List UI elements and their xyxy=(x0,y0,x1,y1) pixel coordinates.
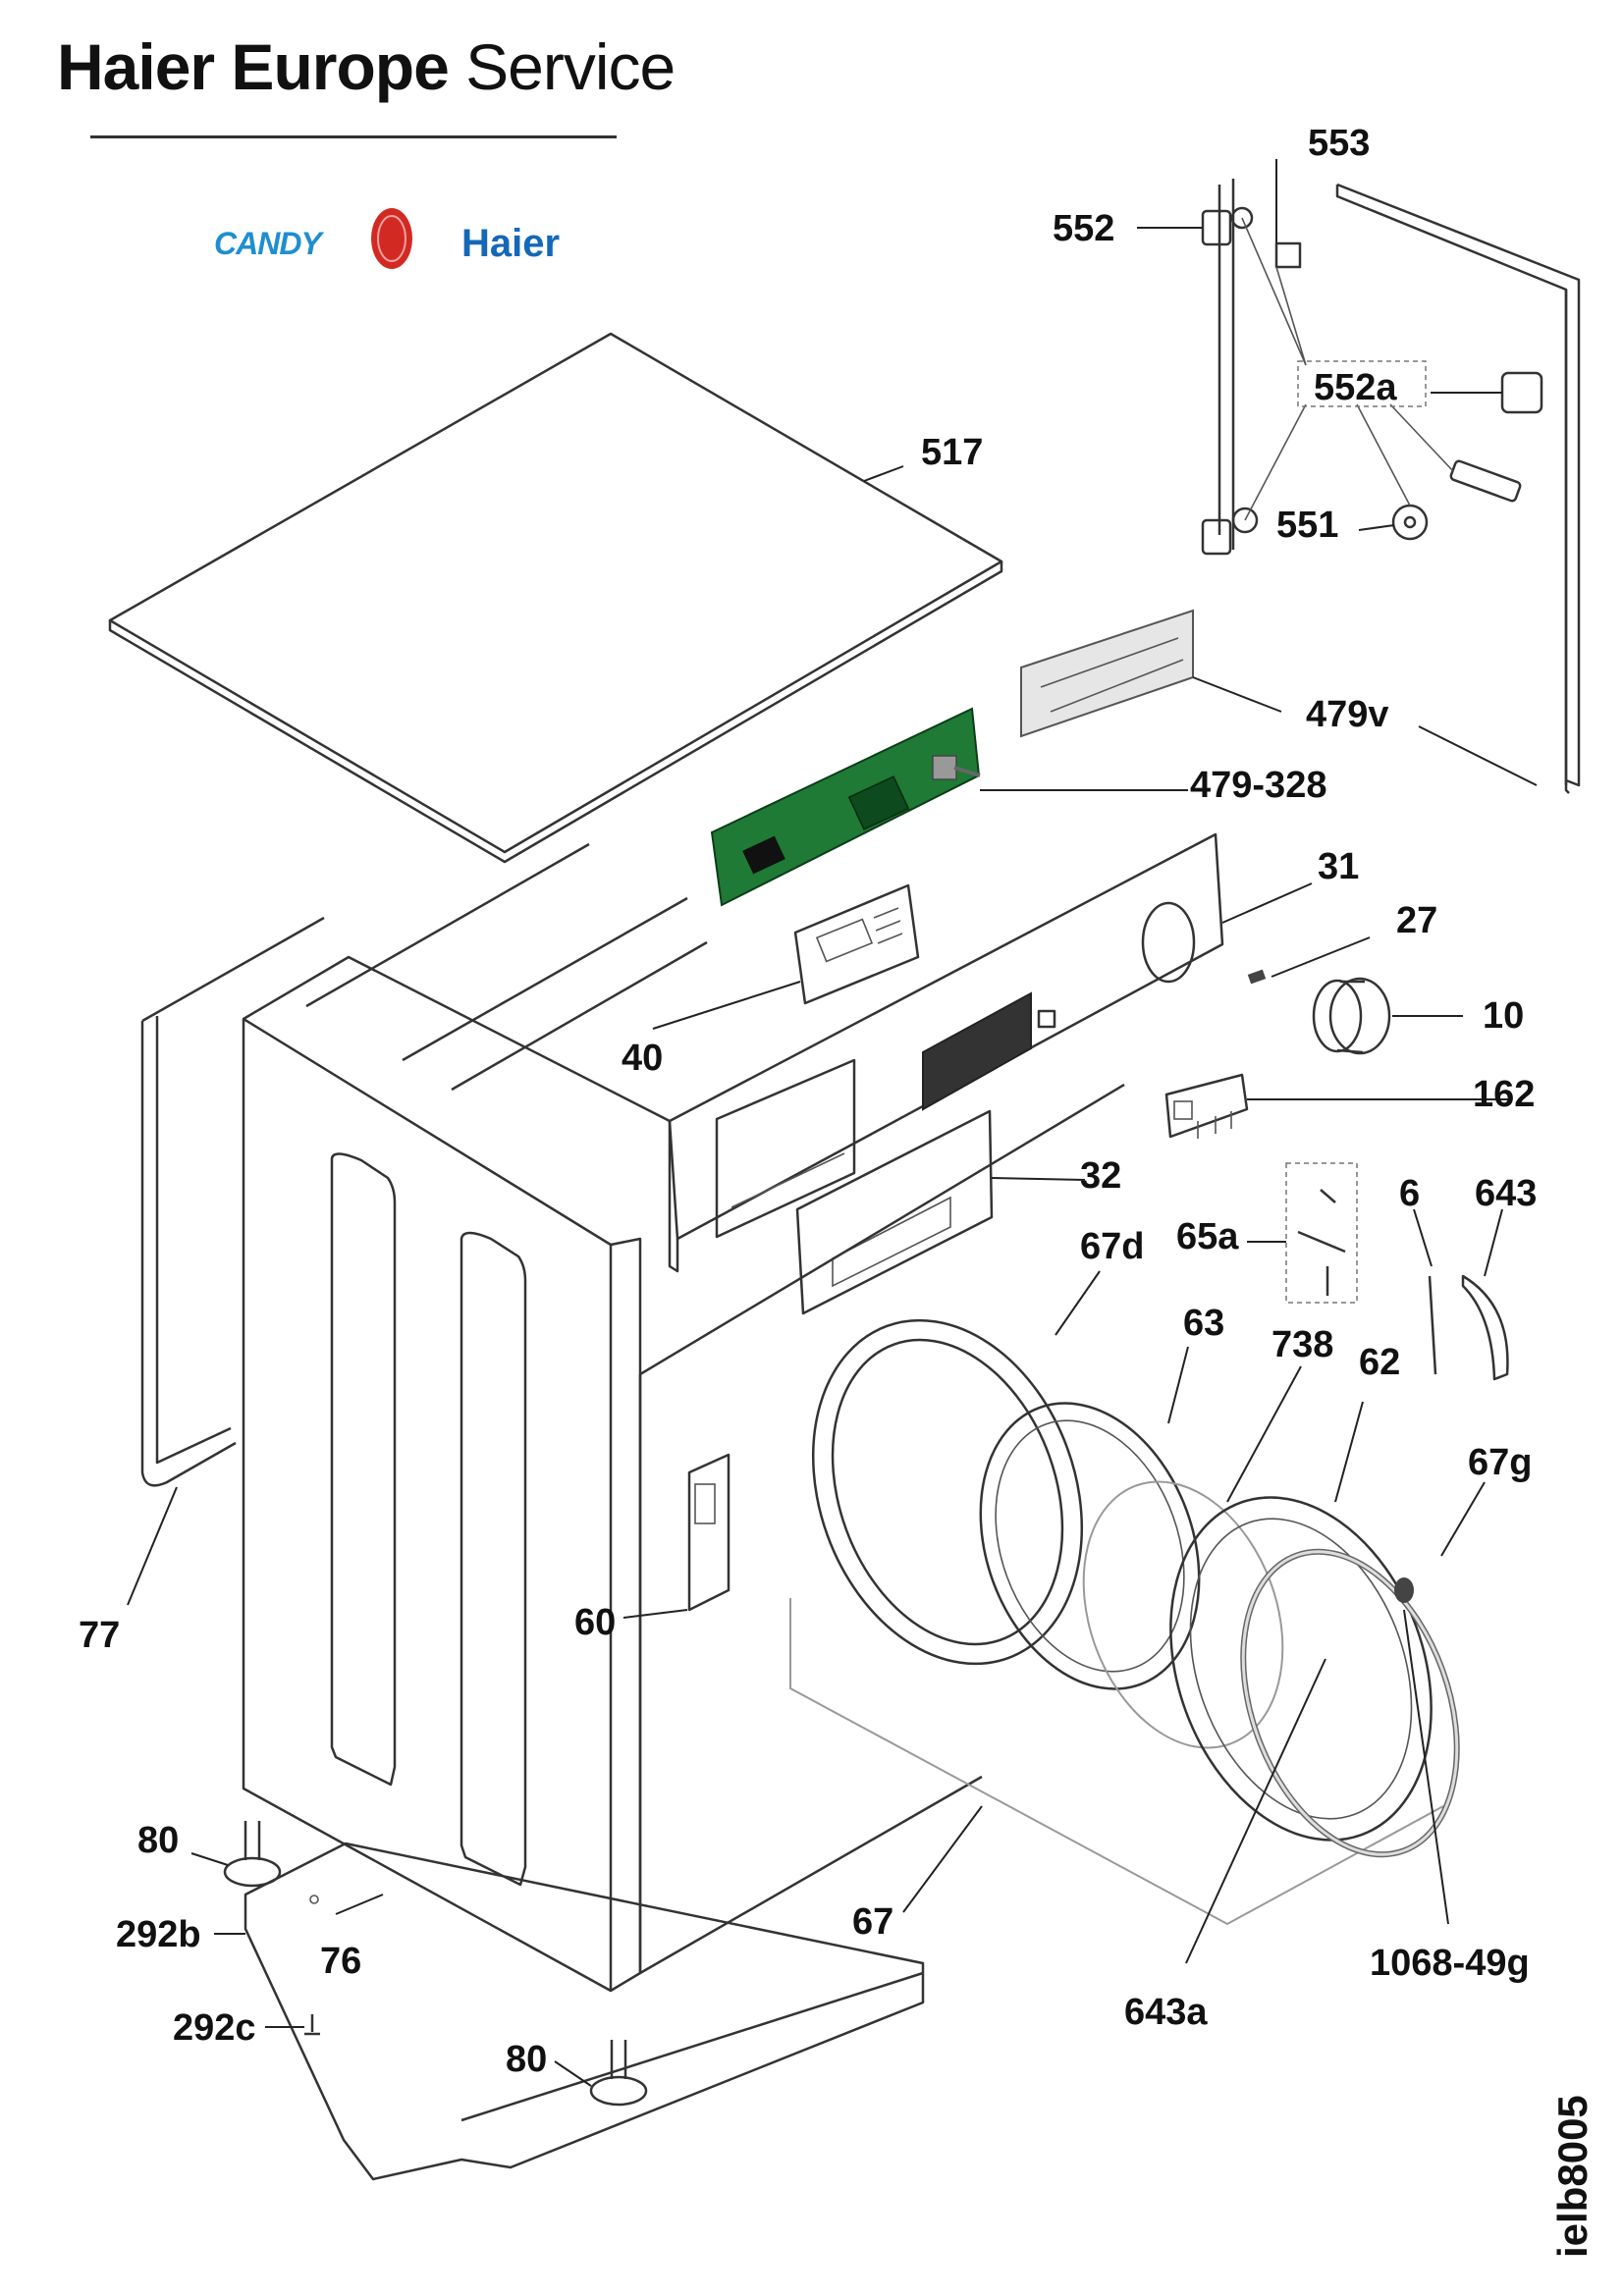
label-67: 67 xyxy=(852,1901,893,1943)
label-738: 738 xyxy=(1271,1324,1333,1365)
adjustable-feet xyxy=(223,1821,648,2107)
candy-logo: CANDY xyxy=(214,226,322,261)
label-517: 517 xyxy=(921,432,983,473)
drawer-handle xyxy=(795,1109,994,1315)
label-67d: 67d xyxy=(1080,1226,1144,1267)
rear-cover xyxy=(140,916,325,1487)
label-292b: 292b xyxy=(116,1914,201,1955)
label-62: 62 xyxy=(1359,1342,1400,1383)
display-module xyxy=(793,883,920,1005)
label-65a: 65a xyxy=(1176,1216,1239,1257)
door-hinge xyxy=(687,1453,730,1612)
label-40: 40 xyxy=(622,1038,663,1079)
label-63: 63 xyxy=(1183,1303,1224,1344)
brand-title: Haier Europe Service xyxy=(57,29,676,104)
label-10: 10 xyxy=(1483,995,1524,1037)
display-window-strip xyxy=(1020,609,1194,738)
door-hinge-assembly xyxy=(1201,179,1581,794)
door-interlock xyxy=(1164,1073,1249,1139)
cabinet xyxy=(242,842,1125,1993)
label-552: 552 xyxy=(1053,208,1114,249)
label-553: 553 xyxy=(1308,123,1370,164)
label-31: 31 xyxy=(1318,846,1359,887)
label-1068-49g: 1068-49g xyxy=(1370,1943,1530,1984)
brand-title-bold: Haier Europe xyxy=(57,30,450,103)
label-552a: 552a xyxy=(1314,367,1397,408)
worktop-lid xyxy=(108,332,1003,864)
programme-knob xyxy=(1247,969,1391,1055)
base-plate xyxy=(243,1842,925,2181)
label-80-right: 80 xyxy=(506,2039,547,2080)
label-643: 643 xyxy=(1475,1173,1537,1214)
label-32: 32 xyxy=(1080,1155,1121,1197)
hoover-logo-icon xyxy=(371,208,412,269)
header-divider xyxy=(90,135,617,138)
diagram-code: ielb8005 xyxy=(1504,2052,1596,2268)
label-60: 60 xyxy=(574,1602,616,1643)
control-panel-fascia xyxy=(668,832,1224,1273)
control-pcb xyxy=(710,707,981,907)
label-80-left: 80 xyxy=(137,1820,179,1861)
brand-title-light: Service xyxy=(465,30,676,103)
haier-logo: Haier xyxy=(461,222,561,265)
label-76: 76 xyxy=(320,1941,361,1982)
latch-small-parts xyxy=(1285,1162,1509,1381)
door-assembly xyxy=(789,1318,1460,1926)
label-551: 551 xyxy=(1276,505,1338,546)
label-67g: 67g xyxy=(1468,1442,1532,1483)
label-162: 162 xyxy=(1473,1074,1535,1115)
brand-logos: CANDY Haier xyxy=(155,177,607,285)
diagram-code-text: ielb8005 xyxy=(1549,2095,1596,2258)
part-labels: 553 552 552a 551 517 479v 479-328 31 27 … xyxy=(79,123,1537,2080)
label-643a: 643a xyxy=(1124,1992,1208,2033)
label-6: 6 xyxy=(1399,1173,1420,1214)
label-77: 77 xyxy=(79,1615,120,1656)
leader-lines xyxy=(127,159,1538,2087)
label-479-328: 479-328 xyxy=(1190,765,1326,806)
label-292c: 292c xyxy=(173,2007,256,2049)
label-479v: 479v xyxy=(1306,694,1389,735)
label-27: 27 xyxy=(1396,900,1437,941)
